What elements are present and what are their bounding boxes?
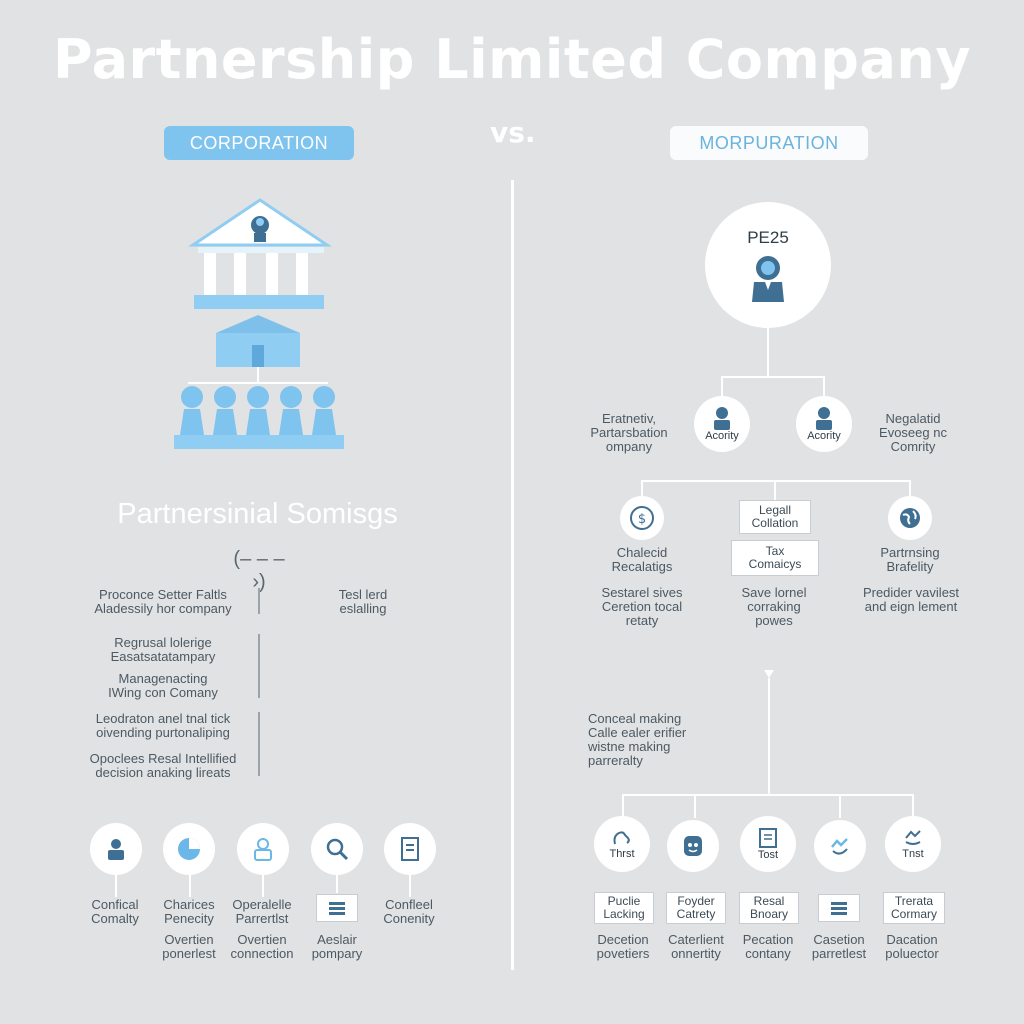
connector-line [409,875,411,897]
left-icon-sub-1: Overtien ponerlest [162,932,216,961]
bottom-box[interactable]: Puclie Lacking [594,892,654,924]
node-label: Thrst [609,848,635,860]
connector-line [262,875,264,897]
connector-line [641,480,911,482]
left-icon-label-2: Charices Penecity [163,897,215,926]
node-label: Tnst [902,848,924,860]
level3-left-label: Chalecid Recalatigs [611,545,673,574]
person-icon [816,407,832,430]
down-arrow-icon [764,670,774,678]
list-divider [258,712,260,776]
document-icon[interactable] [384,823,436,875]
vs-label: vs. [490,116,536,149]
pie-chart-icon[interactable] [163,823,215,875]
node-label: Acority [705,430,739,442]
connector-line [912,794,914,818]
left-icon-label-3: Operalelle Parrertlst [232,897,292,926]
level2-left-text: Eratnetiv, Partarsbation ompany [590,411,668,454]
level3-right-sub: Predider vavilest and eign lement [862,585,960,614]
left-section-heading: Partnersinial Somisgs [117,498,398,530]
face-icon[interactable] [667,820,719,872]
connector-line [189,875,191,897]
right-note: Conceal making Calle ealer erifier wistn… [588,711,687,768]
bottom-box[interactable]: Trerata Cormary [883,892,945,924]
left-list-item-1: Proconce Setter Faltls Aladessily hor co… [94,587,232,616]
left-list-item-2: Regrusal lolerige Easatsatatampary [110,635,216,664]
left-side-note: Tesl lerd eslalling [338,587,388,616]
page-title: Partnership Limited Company [52,28,972,91]
left-icon-sub-3: Aeslair pompary [311,932,363,961]
left-icon-label-5: Confleel Conenity [383,897,435,926]
left-list-item-4: Leodraton anel tnal tick oivending purto… [95,711,231,740]
connector-line [823,376,825,398]
connector-line [768,678,770,794]
bottom-sub: Pecation contany [742,932,794,961]
scale-icon[interactable]: Tnst [885,816,941,872]
money-icon[interactable]: $ [620,496,664,540]
connector-line [839,794,841,818]
top-node-label: PE25 [747,228,789,247]
search-icon[interactable] [311,823,363,875]
arrow-indicator: (‒ ‒ ‒ ›) [233,548,285,593]
connector-line [767,328,769,376]
node-label: Tost [757,849,779,861]
hand-icon[interactable]: Thrst [594,816,650,872]
list-divider [258,634,260,698]
top-node[interactable]: PE25 [705,202,831,328]
person-outline-icon[interactable] [237,823,289,875]
legal-collation-box[interactable]: Legall Collation [739,500,811,534]
bottom-box[interactable]: Resal Bnoary [739,892,799,924]
connector-line [721,376,723,398]
morpuration-pill[interactable]: MORPURATION [670,126,868,160]
connector-line [909,480,911,498]
level3-center-sub: Save lornel corraking powes [741,585,807,628]
node-label: Acority [807,430,841,442]
level3-left-sub: Sestarel sives Ceretion tocal retaty [601,585,683,628]
handshake-icon[interactable] [814,820,866,872]
svg-text:$: $ [638,512,646,527]
globe-icon[interactable] [888,496,932,540]
connector-line [774,480,776,500]
bottom-sub: Dacation poluector [885,932,939,961]
person-icon [714,407,730,430]
list-divider [258,588,260,614]
person-icon[interactable] [90,823,142,875]
level2-right-text: Negalatid Evoseeg nc Comrity [879,411,947,454]
stack-icon [316,894,358,922]
tax-box[interactable]: Tax Comaicys [731,540,819,576]
institution-illustration [174,198,344,449]
left-list-item-3: Managenacting IWing con Comany [108,671,218,700]
connector-line [622,794,914,796]
left-icon-sub-2: Overtien connection [230,932,294,961]
connector-line [336,875,338,893]
bottom-sub: Decetion povetiers [596,932,650,961]
bottom-sub: Caterlient onnertity [668,932,724,961]
person-icon [752,256,784,302]
level3-right-label: Partrnsing Brafelity [880,545,940,574]
connector-line [721,376,825,378]
connector-line [115,875,117,897]
acority-node-left[interactable]: Acority [694,396,750,452]
center-divider [511,180,514,970]
connector-line [622,794,624,818]
left-icon-label-1: Confical Comalty [91,897,139,926]
left-list-item-5: Opoclees Resal Intellified decision anak… [89,751,237,780]
document-icon[interactable]: Tost [740,816,796,872]
bottom-box[interactable]: Foyder Catrety [666,892,726,924]
corporation-pill[interactable]: CORPORATION [164,126,354,160]
stack-icon [818,894,860,922]
connector-line [694,794,696,818]
connector-line [641,480,643,498]
acority-node-right[interactable]: Acority [796,396,852,452]
bottom-sub: Casetion parretlest [811,932,867,961]
